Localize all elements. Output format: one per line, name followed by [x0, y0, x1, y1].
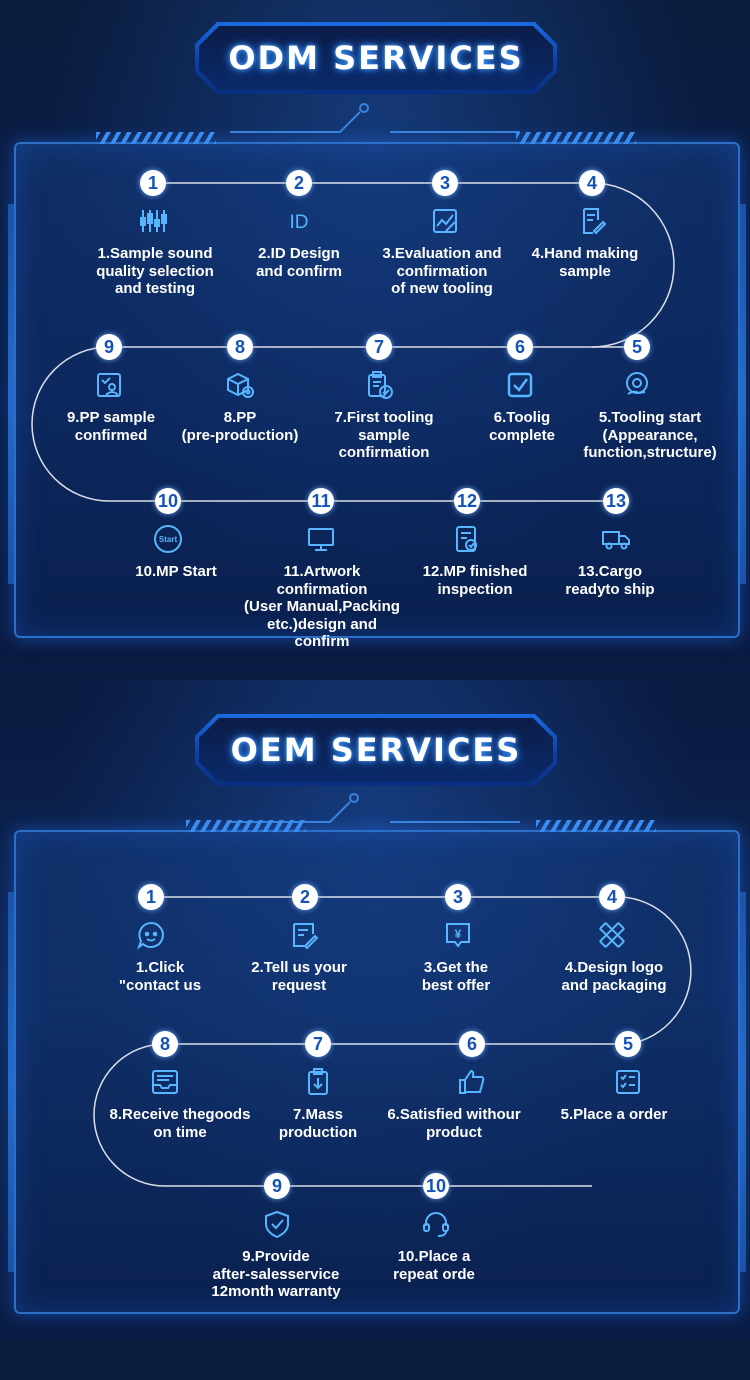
- oem-step-2-number: 2: [292, 884, 318, 910]
- yen-tag-icon: ¥: [443, 920, 473, 950]
- truck-icon: [601, 524, 631, 554]
- odm-step-2-number: 2: [286, 170, 312, 196]
- odm-step-11-label: 11.Artwork confirmation (User Manual,Pac…: [244, 563, 400, 650]
- monitor-icon: [306, 524, 336, 554]
- odm-step-2-label: 2.ID Design and confirm: [256, 245, 342, 280]
- svg-text:Start: Start: [159, 535, 178, 544]
- inbox-icon: [150, 1067, 180, 1097]
- svg-text:ID: ID: [290, 212, 309, 233]
- oem-step-4-label: 4.Design logo and packaging: [561, 959, 667, 994]
- odm-step-5-label: 5.Tooling start (Appearance, function,st…: [583, 409, 717, 461]
- design-tools-icon: [597, 920, 627, 950]
- headset-icon: [421, 1209, 451, 1239]
- oem-title-banner: OEM SERVICES: [195, 714, 557, 786]
- checklist-icon: [613, 1067, 643, 1097]
- odm-step-9-number: 9: [96, 334, 122, 360]
- document-edit-icon: [577, 206, 607, 236]
- box-gear-icon: [225, 370, 255, 400]
- oem-step-9-number: 9: [264, 1173, 290, 1199]
- oem-step-7-number: 7: [305, 1031, 331, 1057]
- edit-note-icon: [290, 920, 320, 950]
- odm-step-8-label: 8.PP (pre-production): [181, 409, 299, 444]
- odm-step-10-number: 10: [155, 488, 181, 514]
- oem-step-2-label: 2.Tell us your request: [251, 959, 347, 994]
- odm-title-banner: ODM SERVICES: [195, 22, 557, 94]
- user-check-icon: [94, 370, 124, 400]
- odm-step-3-number: 3: [432, 170, 458, 196]
- thumbs-up-icon: [457, 1067, 487, 1097]
- equalizer-icon: [138, 206, 168, 236]
- odm-step-4-label: 4.Hand making sample: [531, 245, 639, 280]
- odm-step-10-label: 10.MP Start: [135, 563, 217, 580]
- chat-icon: [136, 920, 166, 950]
- oem-step-7-label: 7.Mass production: [278, 1106, 358, 1141]
- start-icon: Start: [153, 524, 183, 554]
- oem-step-8-label: 8.Receive thegoods on time: [109, 1106, 251, 1141]
- odm-step-1-label: 1.Sample sound quality selection and tes…: [96, 245, 214, 297]
- inspection-icon: [452, 524, 482, 554]
- odm-step-4-number: 4: [579, 170, 605, 196]
- svg-text:¥: ¥: [455, 927, 462, 941]
- gear-hand-icon: [622, 370, 652, 400]
- oem-step-3-number: 3: [445, 884, 471, 910]
- oem-step-1-number: 1: [138, 884, 164, 910]
- odm-step-5-number: 5: [624, 334, 650, 360]
- odm-title: ODM SERVICES: [228, 39, 524, 77]
- odm-step-11-number: 11: [308, 488, 334, 514]
- oem-step-6-label: 6.Satisfied withour product: [387, 1106, 521, 1141]
- odm-step-7-number: 7: [366, 334, 392, 360]
- shield-check-icon: [262, 1209, 292, 1239]
- odm-step-7-label: 7.First tooling sample confirmation: [334, 409, 434, 461]
- odm-step-13-label: 13.Cargo readyto ship: [565, 563, 655, 598]
- oem-step-8-number: 8: [152, 1031, 178, 1057]
- oem-step-5-label: 5.Place a order: [560, 1106, 668, 1123]
- id-icon: ID: [284, 206, 314, 236]
- oem-step-10-number: 10: [423, 1173, 449, 1199]
- odm-step-6-label: 6.Toolig complete: [489, 409, 555, 444]
- clipboard-check-icon: [364, 370, 394, 400]
- oem-step-10-label: 10.Place a repeat orde: [393, 1248, 475, 1283]
- oem-title: OEM SERVICES: [230, 731, 522, 769]
- oem-step-4-number: 4: [599, 884, 625, 910]
- odm-step-3-label: 3.Evaluation and confirmation of new too…: [382, 245, 502, 297]
- odm-step-9-label: 9.PP sample confirmed: [66, 409, 156, 444]
- odm-step-13-number: 13: [603, 488, 629, 514]
- odm-step-12-label: 12.MP finished inspection: [422, 563, 528, 598]
- oem-step-3-label: 3.Get the best offer: [421, 959, 491, 994]
- oem-step-9-label: 9.Provide after-salesservice 12month war…: [211, 1248, 341, 1300]
- oem-step-5-number: 5: [615, 1031, 641, 1057]
- oem-step-1-label: 1.Click "contact us: [118, 959, 202, 994]
- checkbox-icon: [505, 370, 535, 400]
- clipboard-down-icon: [303, 1067, 333, 1097]
- odm-step-8-number: 8: [227, 334, 253, 360]
- oem-step-6-number: 6: [459, 1031, 485, 1057]
- odm-step-1-number: 1: [140, 170, 166, 196]
- odm-step-12-number: 12: [454, 488, 480, 514]
- chart-edit-icon: [430, 206, 460, 236]
- odm-step-6-number: 6: [507, 334, 533, 360]
